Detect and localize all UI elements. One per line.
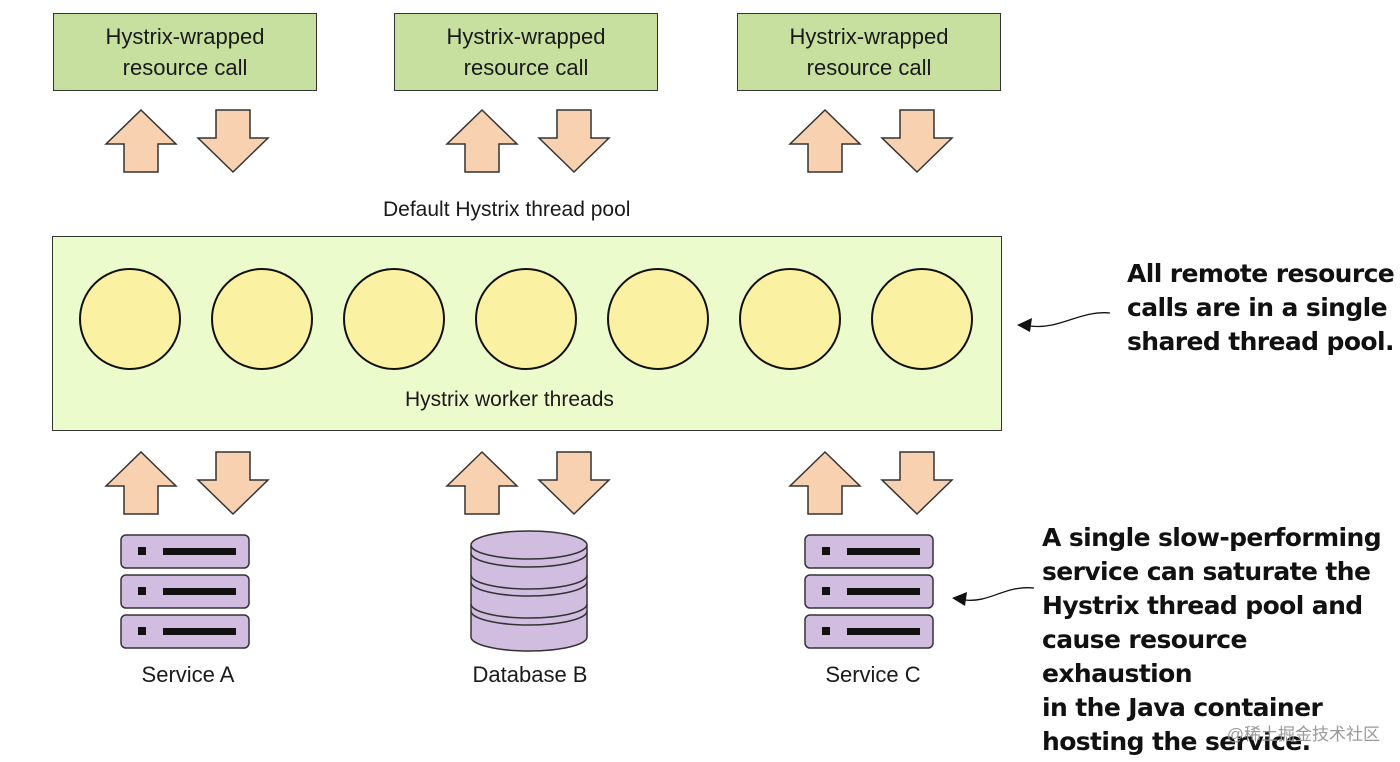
watermark: @稀土掘金技术社区: [1226, 725, 1380, 744]
worker-thread: [211, 268, 313, 370]
database-icon: [470, 530, 588, 652]
resource-call-box-1: Hystrix-wrapped resource call: [53, 13, 317, 91]
up-arrow-icon: [789, 451, 861, 515]
worker-thread: [343, 268, 445, 370]
up-arrow-icon: [105, 109, 177, 173]
callout-arrow-icon: [952, 587, 1035, 606]
down-arrow-icon: [197, 109, 269, 173]
resource-call-box-3: Hystrix-wrapped resource call: [737, 13, 1001, 91]
down-arrow-icon: [881, 451, 953, 515]
server-icon: [804, 534, 934, 649]
up-arrow-icon: [105, 451, 177, 515]
worker-thread: [79, 268, 181, 370]
pool-title: Default Hystrix thread pool: [383, 198, 631, 221]
down-arrow-icon: [538, 451, 610, 515]
shared-pool-note: All remote resource calls are in a singl…: [1127, 259, 1395, 356]
worker-thread: [739, 268, 841, 370]
down-arrow-icon: [881, 109, 953, 173]
down-arrow-icon: [538, 109, 610, 173]
callout-arrow-icon: [1017, 312, 1111, 332]
up-arrow-icon: [789, 109, 861, 173]
worker-thread: [871, 268, 973, 370]
resource-call-box-2: Hystrix-wrapped resource call: [394, 13, 658, 91]
up-arrow-icon: [446, 451, 518, 515]
down-arrow-icon: [197, 451, 269, 515]
up-arrow-icon: [446, 109, 518, 173]
service-c-label: Service C: [825, 662, 921, 687]
pool-caption: Hystrix worker threads: [405, 388, 614, 411]
worker-thread: [475, 268, 577, 370]
worker-thread: [607, 268, 709, 370]
server-icon: [120, 534, 250, 649]
service-a-label: Service A: [141, 662, 235, 687]
database-b-label: Database B: [472, 662, 588, 687]
slow-service-note: A single slow-performing service can sat…: [1042, 523, 1382, 756]
